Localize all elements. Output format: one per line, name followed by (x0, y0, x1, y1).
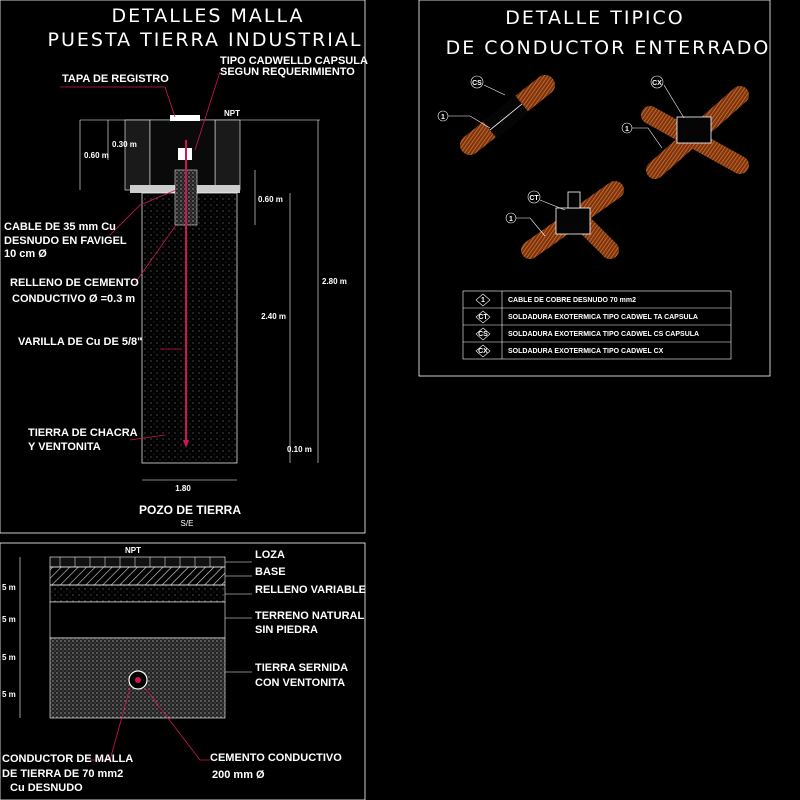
leader-cadweld (194, 71, 221, 151)
dim-060b: 0.60 m (258, 195, 283, 204)
label-relleno-1: RELLENO DE CEMENTO (10, 277, 139, 289)
dim-030: 0.30 m (112, 140, 137, 149)
caption-scale: S/E (181, 519, 194, 528)
svg-text:CX: CX (478, 348, 488, 355)
svg-text:CS: CS (478, 331, 488, 338)
tag-cx: CX (650, 75, 685, 119)
svg-text:1: 1 (509, 216, 513, 223)
svg-text:CT: CT (478, 314, 488, 321)
dim-bottom-3: 5 m (2, 653, 16, 662)
svg-text:SOLDADURA EXOTERMICA TIPO CADW: SOLDADURA EXOTERMICA TIPO CADWEL CS CAPS… (508, 331, 699, 338)
svg-text:SOLDADURA EXOTERMICA TIPO CADW: SOLDADURA EXOTERMICA TIPO CADWEL TA CAPS… (508, 314, 698, 321)
layer-base (49, 566, 226, 586)
tag-ct: CT (527, 190, 566, 211)
layer-loza (49, 556, 226, 568)
right-title-1: DETALLE TIPICO (505, 7, 684, 29)
layer-label-loza: LOZA (255, 549, 285, 561)
label-tapa: TAPA DE REGISTRO (62, 73, 169, 85)
dim-bottom-4: 5 m (2, 690, 16, 699)
left-wall (124, 119, 151, 191)
label-conductor-1: CONDUCTOR DE MALLA (2, 753, 133, 765)
loza-ticks (59, 557, 211, 567)
dim-010: 0.10 m (287, 445, 312, 454)
legend-row: CX SOLDADURA EXOTERMICA TIPO CADWEL CX (475, 344, 664, 358)
svg-text:1: 1 (625, 126, 629, 133)
leader-tierra (129, 434, 166, 441)
leader-cemento (144, 687, 210, 761)
svg-text:1: 1 (481, 297, 485, 304)
label-varilla: VARILLA DE Cu DE 5/8" (18, 336, 142, 348)
svg-text:CT: CT (529, 195, 539, 202)
svg-text:CX: CX (652, 80, 662, 87)
svg-text:SOLDADURA EXOTERMICA TIPO CADW: SOLDADURA EXOTERMICA TIPO CADWEL CX (508, 348, 664, 355)
dim-bottom-2: 5 m (2, 615, 16, 624)
panel-title-2: PUESTA TIERRA INDUSTRIAL (48, 29, 363, 51)
rod-tip (183, 440, 189, 448)
label-cemento-1: CEMENTO CONDUCTIVO (210, 752, 342, 764)
panel-frame-bottom (0, 542, 366, 800)
leader-tapa (60, 86, 176, 118)
dim-bottom-1: 5 m (2, 583, 16, 592)
label-cemento-2: 200 mm Ø (212, 769, 265, 781)
splice-ct (521, 181, 624, 259)
leader-relleno (134, 224, 177, 284)
label-cadweld-1: TIPO CADWELLD CAPSULA (220, 55, 368, 67)
label-npt-bottom: NPT (125, 546, 141, 555)
dim-240: 2.40 m (261, 312, 286, 321)
tag-one-b: 1 (621, 122, 663, 149)
leader-conductor (90, 687, 131, 761)
layer-label-relleno: RELLENO VARIABLE (255, 584, 366, 596)
label-cable-2: DESNUDO EN FAVIGEL (4, 235, 127, 247)
left-top-panel: DETALLES MALLA PUESTA TIERRA INDUSTRIAL (0, 0, 368, 534)
tag-one-c: 1 (505, 212, 546, 237)
label-cadweld-2: SEGUN REQUERIMIENTO (220, 66, 355, 78)
layer-label-base: BASE (255, 566, 286, 578)
svg-text:1: 1 (441, 114, 445, 121)
layer-label-tierra-2: CON VENTONITA (255, 677, 345, 689)
legend-table: 1 CABLE DE COBRE DESNUDO 70 mm2 CT SOLDA… (462, 290, 732, 360)
caption-pozo: POZO DE TIERRA (139, 503, 241, 517)
label-tierra-2: Y VENTONITA (28, 441, 101, 453)
right-title-2: DE CONDUCTOR ENTERRADO (446, 37, 771, 59)
earth-pit (141, 192, 238, 464)
label-cable-3: 10 cm Ø (4, 248, 47, 260)
label-npt: NPT (224, 109, 240, 118)
panel-frame (0, 0, 366, 534)
dim-280: 2.80 m (322, 277, 347, 286)
right-top-panel: DETALLE TIPICO DE CONDUCTOR ENTERRADO CS (418, 0, 771, 377)
tag-one-a: 1 (437, 110, 491, 129)
leader-cable (109, 189, 177, 236)
layer-label-terreno-2: SIN PIEDRA (255, 624, 318, 636)
legend-row: CT SOLDADURA EXOTERMICA TIPO CADWEL TA C… (475, 310, 698, 324)
layer-label-tierra-1: TIERRA SERNIDA (255, 662, 348, 674)
layer-terreno (49, 601, 226, 639)
splice-cx (641, 86, 749, 179)
left-bottom-panel: NPT 5 m 5 m 5 m 5 m LOZA BASE RELLENO VA (0, 542, 366, 800)
layer-relleno (49, 584, 226, 603)
tag-cs: CS (470, 75, 506, 96)
svg-text:CABLE DE COBRE DESNUDO 70 mm2: CABLE DE COBRE DESNUDO 70 mm2 (508, 297, 636, 304)
registry-lid (170, 115, 200, 121)
legend-row: CS SOLDADURA EXOTERMICA TIPO CADWEL CS C… (475, 327, 699, 341)
conductor-core (135, 677, 141, 683)
label-conductor-3: Cu DESNUDO (10, 782, 83, 794)
label-relleno-2: CONDUCTIVO Ø =0.3 m (12, 293, 135, 305)
label-conductor-2: DE TIERRA DE 70 mm2 (2, 768, 123, 780)
dim-180: 1.80 (175, 484, 191, 493)
label-tierra-1: TIERRA DE CHACRA (28, 427, 138, 439)
right-wall (214, 119, 241, 191)
layer-label-terreno-1: TERRENO NATURAL (255, 610, 364, 622)
svg-text:CS: CS (472, 80, 482, 87)
legend-row: 1 CABLE DE COBRE DESNUDO 70 mm2 (475, 293, 636, 307)
dim-060a: 0.60 m (84, 151, 109, 160)
splice-cs (460, 75, 555, 155)
panel-title-1: DETALLES MALLA (111, 5, 304, 27)
label-cable-1: CABLE DE 35 mm Cu (4, 221, 116, 233)
panel-frame-right (418, 0, 771, 377)
